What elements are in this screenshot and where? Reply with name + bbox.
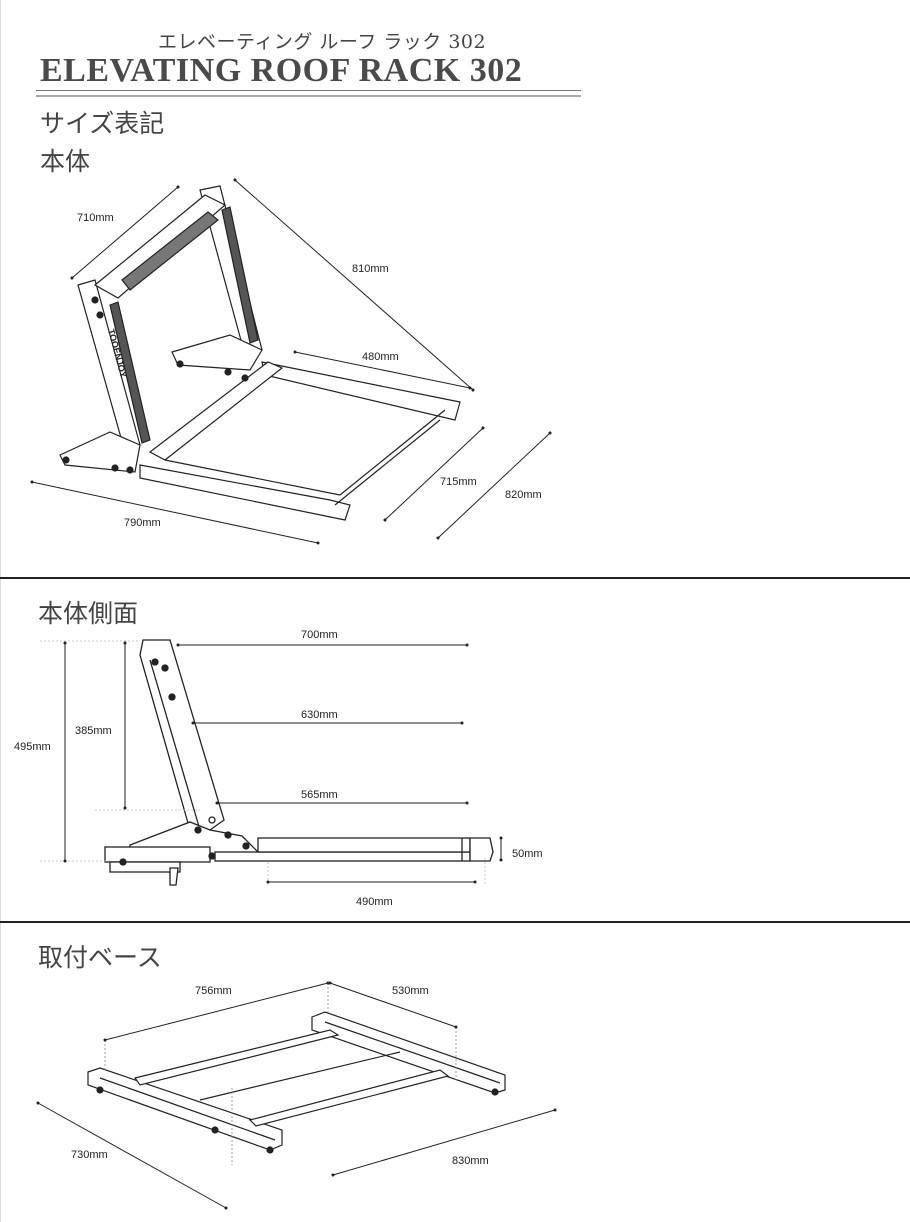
dim-label-630: 630mm (301, 709, 338, 721)
dim-line-715 (383, 426, 485, 522)
dim-label-495: 495mm (14, 741, 51, 753)
dim-label-756: 756mm (195, 985, 232, 997)
dim-label-830: 830mm (452, 1155, 489, 1167)
dim-line-756 (103, 981, 330, 1042)
dim-label-790: 790mm (124, 517, 161, 529)
dim-label-730: 730mm (71, 1149, 108, 1161)
dim-label-480: 480mm (362, 351, 399, 363)
rack-side-drawing (104, 639, 494, 886)
product-subtitle-jp: エレベーティング ルーフ ラック 302 (158, 31, 487, 53)
section-heading-size: サイズ表記 (40, 109, 165, 138)
section-subheading-body: 本体 (40, 147, 91, 176)
title-rule (36, 90, 581, 91)
dim-label-530: 530mm (392, 985, 429, 997)
dim-line-730 (36, 1101, 228, 1210)
dim-label-50: 50mm (512, 848, 543, 860)
dim-line-710 (70, 185, 180, 280)
section-divider (0, 577, 910, 579)
dim-line-530 (328, 981, 458, 1029)
dim-label-700: 700mm (301, 629, 338, 641)
dim-label-715: 715mm (440, 476, 477, 488)
section-heading-side: 本体側面 (38, 599, 139, 628)
dim-label-710: 710mm (77, 212, 114, 224)
title-rule-double (36, 95, 581, 97)
dim-line-480 (293, 350, 472, 390)
dim-label-490: 490mm (356, 896, 393, 908)
mounting-base-drawing (87, 1011, 506, 1154)
dim-line-830 (331, 1108, 557, 1177)
dim-line-810 (233, 178, 475, 392)
dim-label-385: 385mm (75, 725, 112, 737)
section-heading-base: 取付ベース (38, 943, 162, 972)
dim-label-820: 820mm (505, 489, 542, 501)
dim-label-810: 810mm (352, 263, 389, 275)
dim-line-820 (436, 431, 552, 540)
section-divider (0, 921, 910, 923)
dim-label-565: 565mm (301, 789, 338, 801)
page-edge (0, 0, 1, 1222)
dim-line-790 (30, 480, 320, 545)
product-title: ELEVATING ROOF RACK 302 (40, 52, 523, 89)
